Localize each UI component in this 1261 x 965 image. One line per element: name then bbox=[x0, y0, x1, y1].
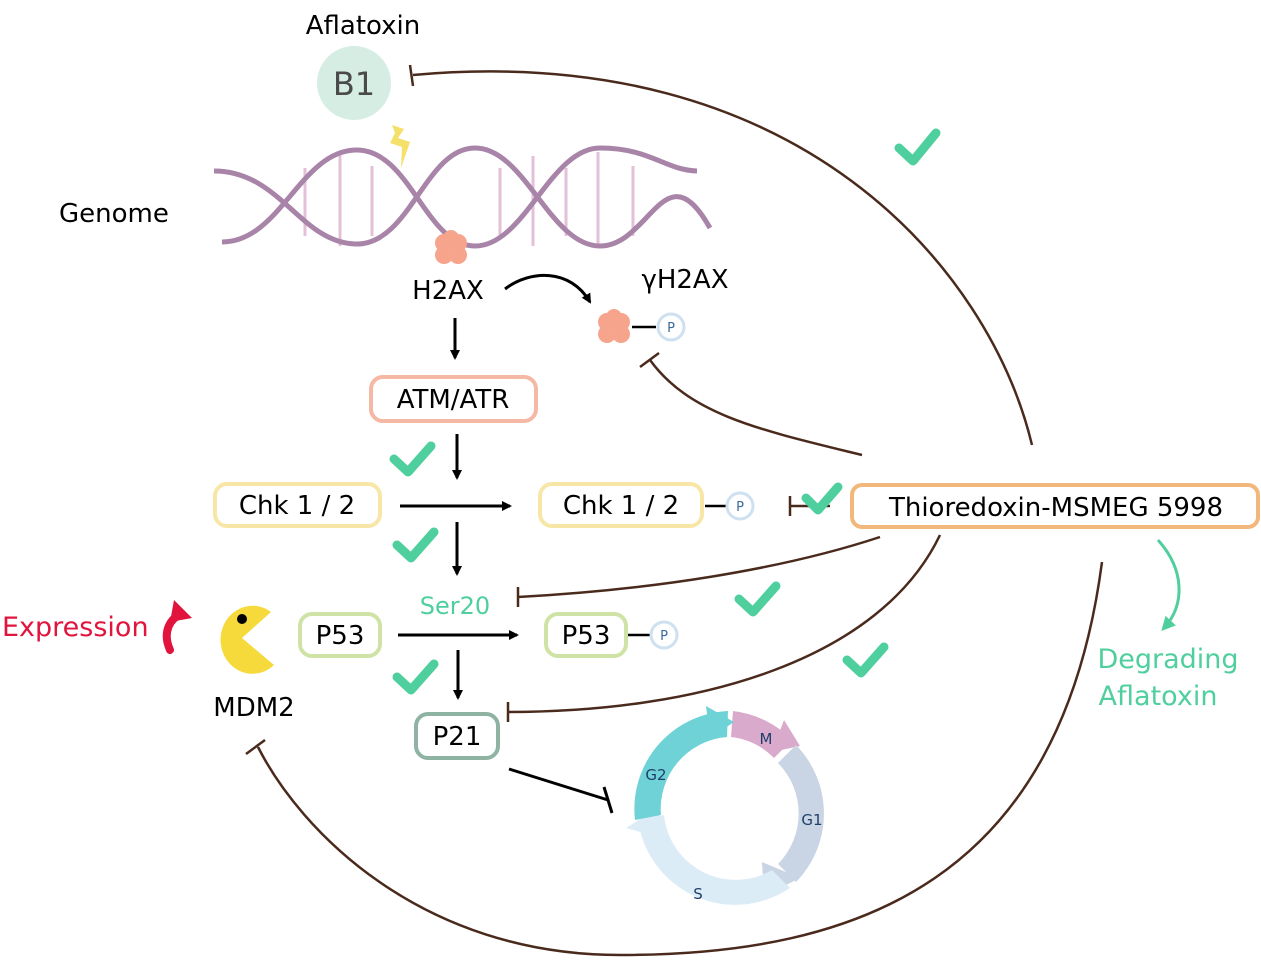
mdm2-label: MDM2 bbox=[213, 693, 294, 723]
cycle-s-label: S bbox=[693, 885, 703, 903]
atm-atr-box bbox=[369, 375, 538, 423]
p53-right-label: P53 bbox=[562, 621, 611, 651]
p21-label: P21 bbox=[433, 722, 482, 752]
phospho-circle bbox=[649, 620, 679, 650]
inhibit-bar bbox=[602, 786, 614, 814]
chk-left-label: Chk 1 / 2 bbox=[239, 491, 355, 521]
phospho-label: P bbox=[667, 321, 675, 336]
check-icon bbox=[392, 659, 439, 695]
expression-label: Expression bbox=[2, 612, 149, 643]
lightning-icon bbox=[390, 125, 410, 168]
degrading-line2: Aflatoxin bbox=[1099, 681, 1218, 712]
atm-atr-label: ATM/ATR bbox=[397, 385, 510, 415]
check-icon bbox=[894, 128, 941, 166]
cycle-g1-label: G1 bbox=[801, 811, 822, 829]
chk-right-box bbox=[538, 482, 704, 528]
genome-label: Genome bbox=[59, 199, 169, 229]
phospho-circle bbox=[725, 491, 755, 521]
arrow-h2ax-to-gamma bbox=[504, 273, 592, 304]
cycle-m-label: M bbox=[760, 730, 773, 748]
arrow-degrading bbox=[1156, 538, 1181, 631]
pacman-icon bbox=[220, 605, 274, 674]
check-icon bbox=[801, 482, 843, 515]
p21-box bbox=[414, 712, 500, 760]
cycle-g2-label: G2 bbox=[645, 766, 666, 784]
check-icon bbox=[392, 527, 439, 563]
h2ax-label: H2AX bbox=[412, 276, 484, 306]
histone-icon bbox=[435, 230, 467, 264]
check-icon bbox=[734, 581, 781, 617]
b1-label: B1 bbox=[333, 65, 375, 103]
cell-cycle-diagram: M G1 S G2 bbox=[626, 706, 824, 905]
inhibit-thio-to-gamma bbox=[648, 359, 863, 457]
gamma-h2ax-label: γH2AX bbox=[641, 265, 728, 295]
p53-left-box bbox=[298, 612, 382, 658]
inhibit-thio-to-p21 bbox=[507, 534, 942, 714]
inhibit-p21-to-cycle bbox=[508, 767, 609, 802]
chk-right-label: Chk 1 / 2 bbox=[563, 491, 679, 521]
dna-helix-icon bbox=[213, 145, 713, 249]
ser20-label: Ser20 bbox=[420, 592, 490, 620]
p53-right-box bbox=[544, 612, 628, 658]
expression-up-arrow-icon bbox=[162, 600, 192, 654]
inhibit-thio-to-mdm2 bbox=[256, 561, 1104, 957]
b1-circle bbox=[317, 46, 391, 120]
inhibit-bar bbox=[245, 738, 266, 756]
thioredoxin-label: Thioredoxin-MSMEG 5998 bbox=[888, 493, 1223, 523]
degrading-line1: Degrading bbox=[1097, 644, 1238, 675]
aflatoxin-title: Aflatoxin bbox=[306, 11, 421, 41]
check-icon bbox=[389, 441, 436, 477]
phospho-circle bbox=[656, 312, 686, 342]
inhibit-bar bbox=[639, 351, 660, 369]
phospho-label: P bbox=[736, 500, 744, 515]
histone-icon bbox=[598, 309, 630, 343]
inhibit-thio-to-ser20 bbox=[517, 535, 881, 599]
inhibit-thio-to-b1 bbox=[412, 70, 1034, 446]
inhibit-bar bbox=[408, 64, 415, 87]
p53-left-label: P53 bbox=[316, 621, 365, 651]
thioredoxin-box bbox=[850, 483, 1260, 529]
chk-left-box bbox=[213, 482, 382, 528]
check-icon bbox=[842, 642, 889, 678]
phospho-label: P bbox=[660, 629, 668, 644]
